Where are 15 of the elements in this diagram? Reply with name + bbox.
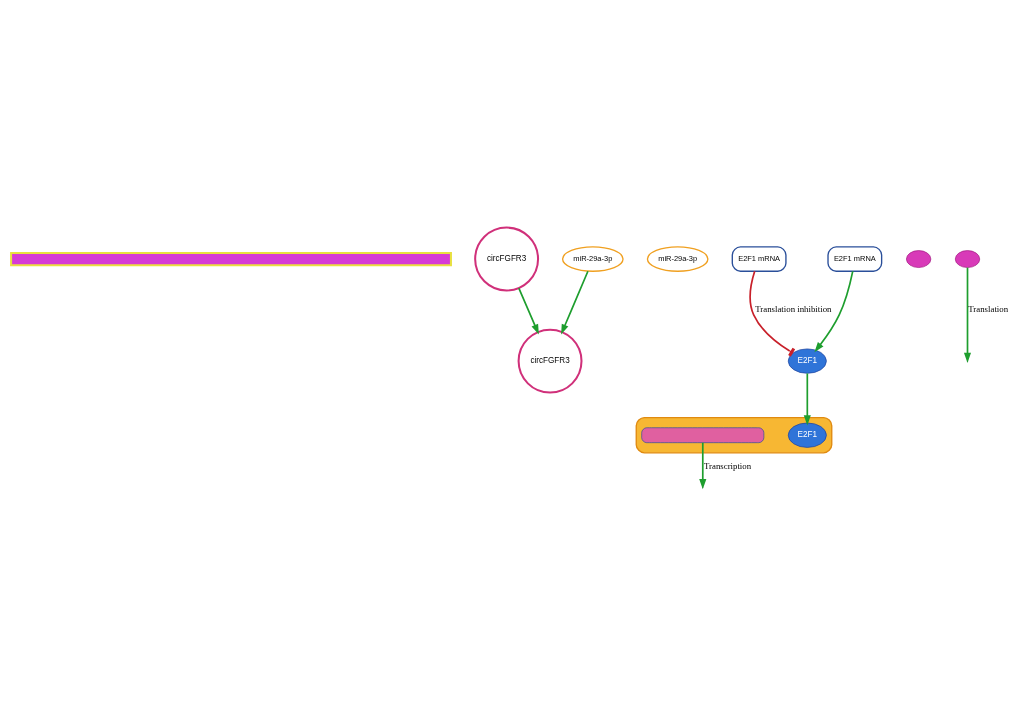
node-ellipse xyxy=(906,249,932,268)
node-bar xyxy=(10,251,452,266)
node-box: E2F1 mRNA xyxy=(731,245,787,272)
node-ellipse: miR-29a-3p xyxy=(561,245,624,272)
node-ellipse: miR-29a-3p xyxy=(646,245,709,272)
edge-label: Translation xyxy=(968,303,1009,314)
edge-label: Transcription xyxy=(703,460,752,471)
node-ellipse xyxy=(954,249,981,268)
arrow xyxy=(814,269,854,352)
arrow xyxy=(561,269,589,334)
arrow xyxy=(517,286,539,334)
arrow xyxy=(803,372,811,425)
edge-label: Translation inhibition xyxy=(755,303,832,314)
node-helix xyxy=(641,426,765,443)
node-box: E2F1 mRNA xyxy=(827,245,883,272)
